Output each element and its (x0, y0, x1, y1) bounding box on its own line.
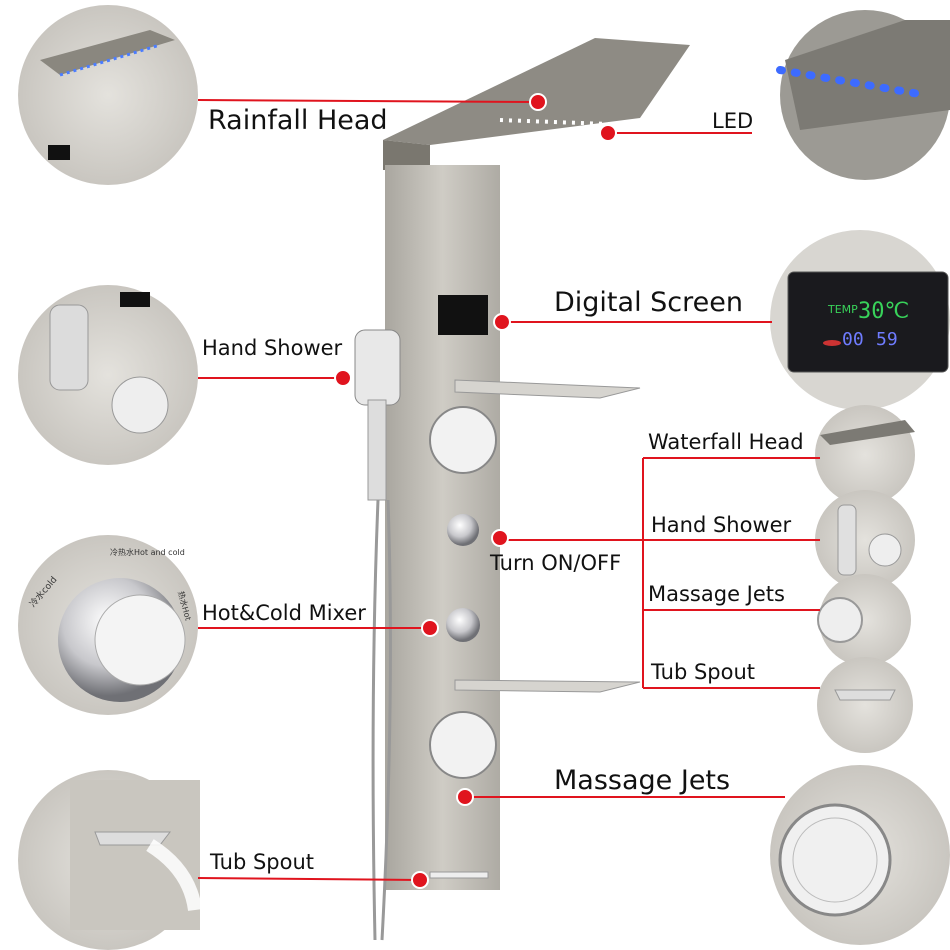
massage-jet-upper (429, 406, 497, 474)
label-tub-spout-left: Tub Spout (210, 850, 315, 874)
thumbnail-led (776, 10, 950, 180)
label-turn-on-off: Turn ON/OFF (490, 551, 622, 575)
thumbnail-mixer: 冷水cold 冷热水Hot and cold 热水Hot (18, 535, 198, 715)
thumbnail-tub-spout-small (817, 657, 913, 753)
label-waterfall-head: Waterfall Head (648, 430, 804, 454)
svg-text:冷热水Hot and cold: 冷热水Hot and cold (110, 547, 185, 557)
on-off-knob (447, 514, 479, 546)
label-hand-shower-right: Hand Shower (651, 513, 792, 537)
label-massage-jets: Massage Jets (554, 765, 731, 796)
label-digital-screen: Digital Screen (554, 287, 743, 318)
hand-shower (354, 329, 401, 406)
shower-panel (354, 38, 690, 941)
label-rainfall-head: Rainfall Head (208, 105, 388, 136)
label-tub-spout-right: Tub Spout (651, 660, 756, 684)
thumbnail-massage-jets-small (817, 574, 911, 666)
thumbnail-hand-shower-small (815, 490, 915, 590)
svg-text:59: 59 (876, 329, 898, 350)
thumbnail-tub-spout (18, 770, 202, 950)
massage-jet-lower (429, 711, 497, 779)
svg-text:00: 00 (842, 329, 864, 350)
label-massage-jets-right: Massage Jets (648, 582, 785, 606)
label-hand-shower-left: Hand Shower (202, 336, 343, 360)
thumbnail-rainfall-head (18, 5, 198, 185)
label-led: LED (712, 109, 754, 133)
label-hot-cold-mixer: Hot&Cold Mixer (202, 601, 366, 625)
thumbnail-massage-jet-large (770, 765, 950, 945)
digital-screen (438, 295, 488, 335)
thumbnail-hand-shower (18, 285, 198, 465)
svg-text:TEMP: TEMP (827, 303, 858, 316)
mixer-knob (446, 608, 480, 642)
svg-text:30℃: 30℃ (858, 299, 909, 324)
thumbnail-waterfall-head-small (815, 405, 915, 505)
callout-lines (197, 99, 820, 881)
thumbnail-digital-screen: TEMP 30℃ 00 59 (770, 230, 950, 410)
callout-dots (334, 93, 617, 889)
